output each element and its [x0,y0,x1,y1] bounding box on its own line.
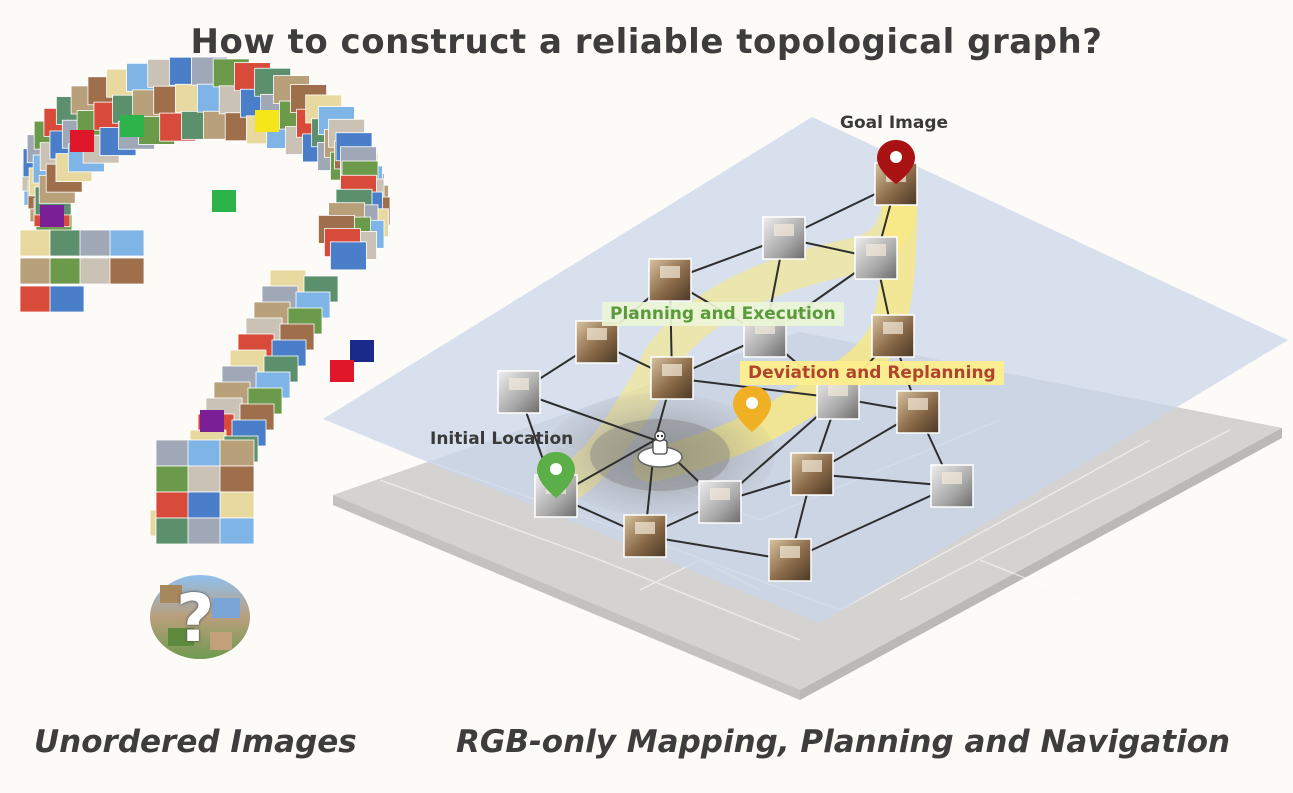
collage-photo [187,465,223,493]
small-question-mark: ? [176,580,215,657]
small-question-collage [150,575,250,659]
collage-accent-tile [330,360,354,382]
collage-photo [109,229,145,257]
robot-icon [637,430,683,468]
graph-node-image [762,216,806,260]
collage-photo [79,257,115,285]
collage-photo [19,257,55,285]
collage-photo [49,229,85,257]
collage-photo [49,285,85,313]
node-window-highlight [942,472,962,484]
collage-accent-tile [70,130,94,152]
node-window-highlight [710,488,730,500]
goal-pin-icon [877,140,915,184]
collage-photo [219,491,255,519]
graph-node-image [698,480,742,524]
graph-node-image [650,356,694,400]
graph-node-image [648,258,692,302]
graph-node-image [896,390,940,434]
collage-photo [49,257,85,285]
unordered-image-collage [19,56,391,545]
graph-nodes [497,162,974,582]
node-window-highlight [908,398,928,410]
graph-node-image [854,236,898,280]
node-window-highlight [662,364,682,376]
graph-edge [789,485,953,561]
deviation-pin-icon [733,386,771,432]
graph-edge [811,473,953,487]
collage-photo [155,465,191,493]
collage-accent-tile [40,205,64,227]
graph-node-image [790,452,834,496]
collage-photo [187,439,223,467]
node-window-highlight [780,546,800,558]
goal-image-label: Goal Image [840,113,949,133]
node-window-highlight [802,460,822,472]
graph-node-image [575,320,619,364]
collage-photo [219,439,255,467]
graph-node-image [871,314,915,358]
collage-photo [330,241,367,271]
collage-photo [219,517,255,545]
graph-edge [518,391,656,441]
collage-photo [155,439,191,467]
graph-node-image [623,514,667,558]
node-window-highlight [883,322,903,334]
collage-photo [79,229,115,257]
collage-photo [187,517,223,545]
initial-location-label: Initial Location [430,429,574,449]
collage-photo [109,257,145,285]
initial-pin-icon [537,452,575,498]
collage-accent-tile [120,115,144,137]
node-window-highlight [587,328,607,340]
graph-node-image [497,370,541,414]
collage-photo [19,285,55,313]
graph-edge [644,535,791,561]
collage-photo [187,491,223,519]
deviation-replanning-label: Deviation and Replanning [740,361,1004,385]
caption-rgb-only-navigation: RGB-only Mapping, Planning and Navigatio… [456,724,1231,760]
graph-node-image [768,538,812,582]
collage-accent-tile [212,190,236,212]
collage-photo [219,465,255,493]
node-window-highlight [660,266,680,278]
collage-accent-tile [255,110,279,132]
collage-accent-tile [200,410,224,432]
caption-unordered-images: Unordered Images [34,724,357,760]
graph-node-image [930,464,974,508]
node-window-highlight [635,522,655,534]
planning-execution-label: Planning and Execution [602,302,844,326]
collage-accent-tile [350,340,374,362]
node-window-highlight [509,378,529,390]
collage-photo [155,491,191,519]
collage-photo [19,229,55,257]
node-window-highlight [774,224,794,236]
node-window-highlight [828,384,848,396]
node-window-highlight [866,244,886,256]
figure-title: How to construct a reliable topological … [190,22,1103,62]
collage-photo [155,517,191,545]
